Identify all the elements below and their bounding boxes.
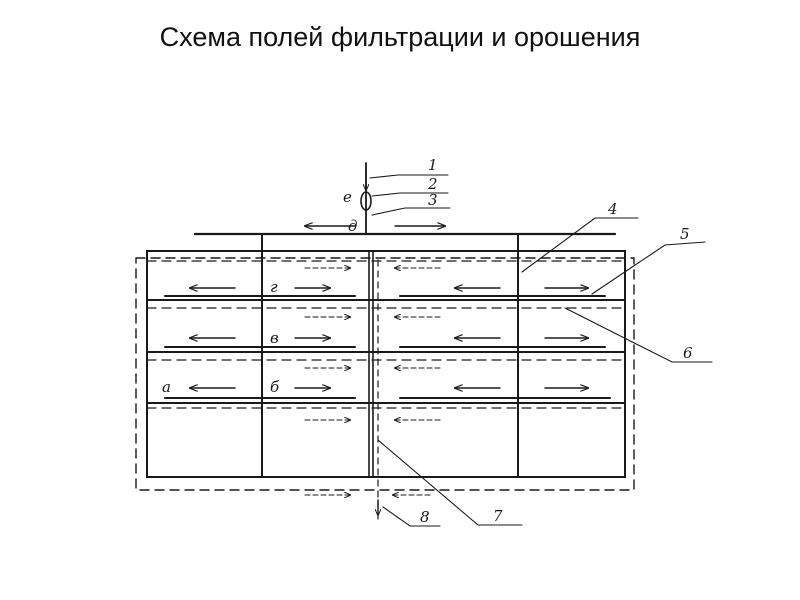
outer-drainage-boundary	[135, 257, 635, 491]
page-title: Схема полей фильтрации и орошения	[159, 22, 641, 52]
leader-line-5	[591, 241, 706, 295]
letter-g: г	[270, 278, 278, 296]
callout-1: 1	[428, 156, 438, 174]
callout-8: 8	[420, 508, 430, 526]
leader-line-8	[382, 506, 441, 527]
callout-2: 2	[427, 175, 438, 193]
callout-4: 4	[607, 200, 618, 218]
letter-b: б	[270, 378, 280, 396]
leader-line-7	[377, 439, 523, 526]
callout-5: 5	[680, 225, 690, 243]
leader-line-4	[521, 217, 639, 273]
callout-3: 3	[428, 191, 438, 209]
leader-line-6	[564, 307, 713, 363]
leader-line-2	[371, 192, 449, 197]
letter-d: д	[348, 217, 358, 235]
letter-a: а	[162, 378, 171, 396]
leader-line-3	[371, 207, 451, 216]
valve-icon	[360, 191, 372, 211]
letter-v: в	[270, 329, 279, 347]
callout-6: 6	[683, 344, 693, 362]
letter-e: е	[343, 188, 352, 206]
field-outline	[146, 250, 626, 478]
leader-line-1	[369, 174, 449, 179]
callout-7: 7	[493, 507, 503, 525]
